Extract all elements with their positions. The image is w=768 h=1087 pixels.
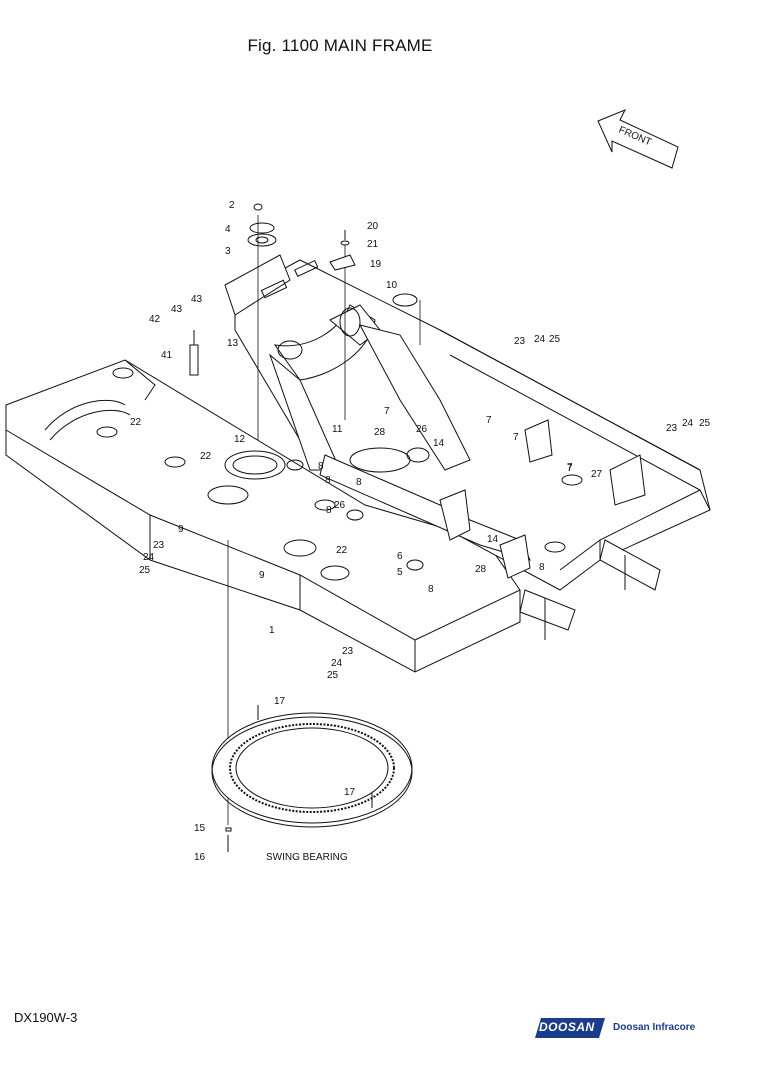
swing-bearing <box>211 705 413 852</box>
callout: 42 <box>149 314 161 325</box>
callout: 26 <box>416 424 428 435</box>
callout: 14 <box>433 438 445 449</box>
callout: 7 <box>513 432 519 443</box>
callout: 7 <box>384 406 390 417</box>
callout: 11 <box>332 424 343 435</box>
callout: 9 <box>259 570 265 581</box>
company-name: Doosan Infracore <box>613 1022 696 1033</box>
swing-bearing-label: SWING BEARING <box>266 852 348 863</box>
callout: 24 <box>682 418 694 429</box>
doosan-badge-icon <box>535 1018 605 1038</box>
callout: 25 <box>139 565 151 576</box>
callout-labels: 2 4 3 20 21 19 10 42 43 43 41 13 23 24 2… <box>130 200 711 863</box>
callout: 20 <box>367 221 379 232</box>
callout: 10 <box>386 280 398 291</box>
top-plate-parts <box>247 203 356 271</box>
callout: 8 <box>325 475 331 486</box>
callout: 17 <box>274 696 286 707</box>
callout: 24 <box>331 658 343 669</box>
callout: 19 <box>370 259 382 270</box>
callout: 27 <box>591 469 603 480</box>
callout: 25 <box>327 670 339 681</box>
doosan-logo: DOOSAN Doosan Infracore <box>535 1016 735 1046</box>
callout: 7 <box>486 415 492 426</box>
callout: 23 <box>153 540 165 551</box>
callout: 6 <box>397 551 403 562</box>
callout: 9 <box>178 524 184 535</box>
callout: 7 <box>567 463 573 474</box>
callout: 43 <box>171 304 183 315</box>
callout: 8 <box>428 584 434 595</box>
figure-title: Fig. 1100 MAIN FRAME <box>247 36 433 55</box>
callout: 25 <box>699 418 711 429</box>
callout: 24 <box>143 552 155 563</box>
callout: 4 <box>225 224 231 235</box>
callout: 2 <box>229 200 235 211</box>
callout: 41 <box>161 350 173 361</box>
callout: 43 <box>191 294 203 305</box>
callout: 8 <box>539 562 545 573</box>
callout: 22 <box>336 545 348 556</box>
callout: 8 <box>326 505 332 516</box>
callout: 28 <box>475 564 487 575</box>
callout: 23 <box>342 646 354 657</box>
front-arrow: FRONT <box>597 109 679 169</box>
callout: 15 <box>194 823 206 834</box>
callout: 21 <box>367 239 379 250</box>
callout: 3 <box>225 246 231 257</box>
callout: 17 <box>344 787 356 798</box>
callout: 25 <box>549 334 561 345</box>
callout: 26 <box>334 500 346 511</box>
callout: 22 <box>200 451 212 462</box>
callout: 16 <box>194 852 206 863</box>
callout: 7 <box>567 462 573 473</box>
callout: 28 <box>374 427 386 438</box>
main-frame-body <box>5 215 711 825</box>
callout: 22 <box>130 417 142 428</box>
callout: 8 <box>318 461 324 472</box>
model-code: DX190W-3 <box>14 1010 78 1025</box>
callout: 12 <box>234 434 246 445</box>
callout: 5 <box>397 567 403 578</box>
logo-badge-text: DOOSAN <box>539 1020 595 1034</box>
callout: 13 <box>227 338 239 349</box>
callout: 23 <box>666 423 678 434</box>
callout: 24 <box>534 334 546 345</box>
callout: 14 <box>487 534 499 545</box>
callout: 1 <box>269 625 275 636</box>
callout: 8 <box>356 477 362 488</box>
callout: 23 <box>514 336 526 347</box>
